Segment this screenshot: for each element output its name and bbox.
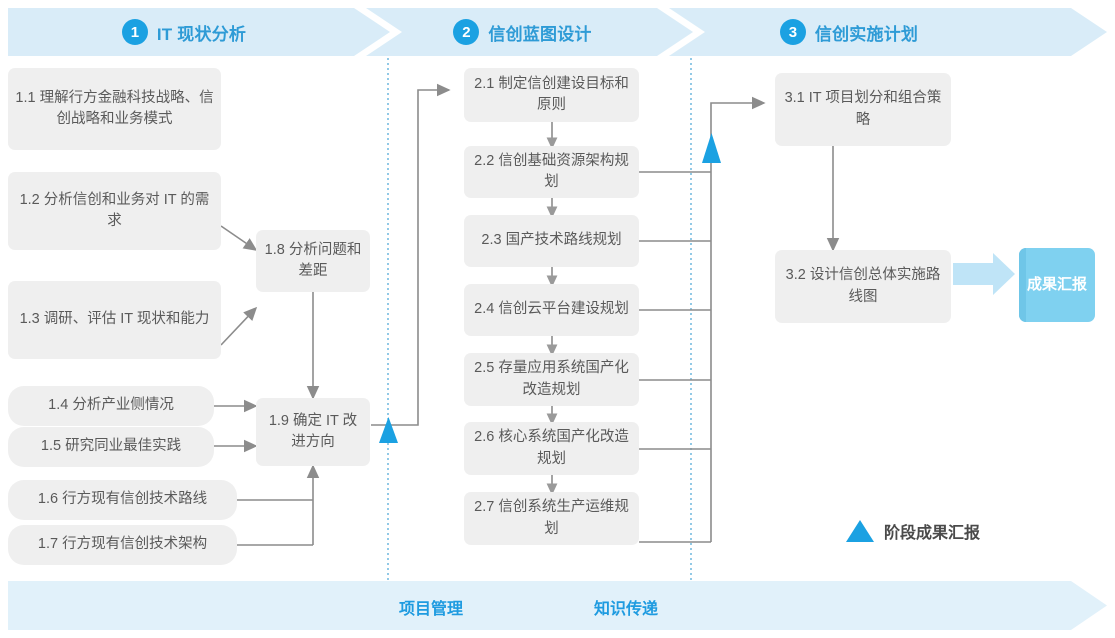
process-box-1-3[interactable]: 1.3 调研、评估 IT 现状和能力: [8, 281, 221, 359]
process-box-3-1[interactable]: 3.1 IT 项目划分和组合策略: [775, 73, 951, 146]
process-box-1-8[interactable]: 1.8 分析问题和差距: [256, 230, 370, 292]
process-box-3-2[interactable]: 3.2 设计信创总体实施路线图: [775, 250, 951, 323]
connector-1-9-to-2-1: [371, 83, 451, 426]
phase-label-1: IT 现状分析: [156, 24, 247, 44]
phase-title-3: 3 信创实施计划: [684, 16, 1014, 48]
footer-item-knowledge-transfer[interactable]: 知识传递: [594, 601, 659, 618]
milestone-triangle-phase1: [379, 417, 398, 443]
process-box-1-2[interactable]: 1.2 分析信创和业务对 IT 的需求: [8, 172, 221, 250]
process-box-1-4[interactable]: 1.4 分析产业侧情况: [8, 386, 214, 426]
process-box-1-9[interactable]: 1.9 确定 IT 改进方向: [256, 398, 370, 466]
connector-1-2-to-1-8: [220, 225, 258, 251]
milestone-triangle-phase2: [702, 133, 721, 163]
process-box-2-3[interactable]: 2.3 国产技术路线规划: [464, 215, 639, 267]
phase-title-2: 2 信创蓝图设计: [380, 16, 665, 48]
process-box-1-1[interactable]: 1.1 理解行方金融科技战略、信创战略和业务模式: [8, 68, 221, 150]
process-box-2-6[interactable]: 2.6 核心系统国产化改造规划: [464, 422, 639, 475]
footer-bar: 项目管理 知识传递: [8, 581, 1107, 630]
footer-item-project-management[interactable]: 项目管理: [399, 601, 464, 618]
process-box-1-7[interactable]: 1.7 行方现有信创技术架构: [8, 525, 237, 565]
phase-label-3: 信创实施计划: [814, 24, 919, 44]
process-box-2-5[interactable]: 2.5 存量应用系统国产化改造规划: [464, 353, 639, 406]
phase-title-1: 1 IT 现状分析: [8, 16, 360, 48]
deliverable-badge[interactable]: 成果汇报: [1019, 248, 1095, 322]
legend-milestone: 阶段成果汇报: [846, 519, 980, 543]
process-box-2-7[interactable]: 2.7 信创系统生产运维规划: [464, 492, 639, 545]
footer-bar-shape: [8, 581, 1107, 630]
deliverable-label: 成果汇报: [1026, 275, 1087, 293]
phase-header-bar: 1 IT 现状分析 2 信创蓝图设计 3 信创实施计划: [8, 8, 1107, 56]
process-box-2-2[interactable]: 2.2 信创基础资源架构规划: [464, 146, 639, 198]
phase-number-2: 2: [453, 19, 480, 45]
phase-number-3: 3: [779, 19, 806, 45]
triangle-icon: [846, 520, 874, 542]
deliverable-arrow-icon: [953, 253, 1015, 295]
process-box-1-6[interactable]: 1.6 行方现有信创技术路线: [8, 480, 237, 520]
process-box-2-1[interactable]: 2.1 制定信创建设目标和原则: [464, 68, 639, 122]
connector-bus-to-3-1: [710, 96, 766, 542]
connector-1-3-to-1-8: [220, 306, 258, 346]
phase-bar-shape: [8, 8, 1107, 56]
phase-label-2: 信创蓝图设计: [488, 24, 592, 44]
process-box-2-4[interactable]: 2.4 信创云平台建设规划: [464, 284, 639, 336]
legend-label: 阶段成果汇报: [884, 525, 981, 542]
phase-number-1: 1: [121, 19, 148, 45]
process-box-1-5[interactable]: 1.5 研究同业最佳实践: [8, 427, 214, 467]
